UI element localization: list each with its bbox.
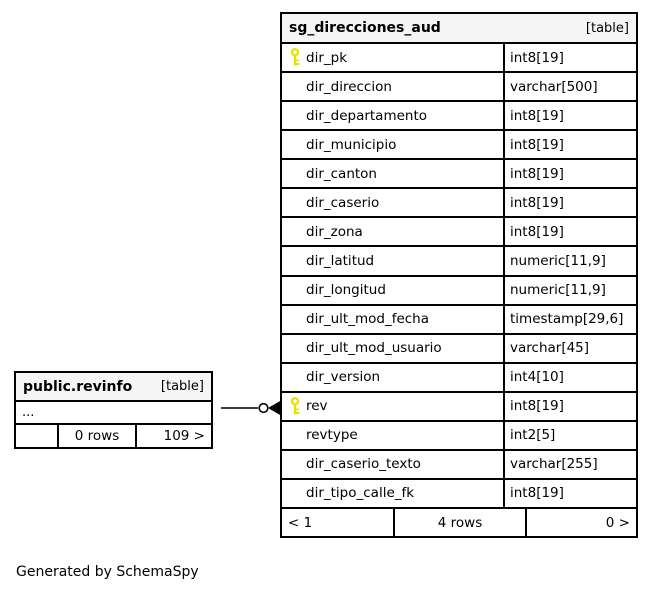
column-type: int8[19] [510,485,564,502]
table-row: dir_zona int8[19] [282,218,636,248]
revinfo-footer-rowcount: 0 rows [59,425,137,447]
column-name: dir_ult_mod_fecha [306,311,430,328]
column-type: int8[19] [510,223,564,240]
table-row: dir_latitud numeric[11,9] [282,247,636,277]
primary-key-icon [290,396,300,415]
ellipsis-label: ... [22,405,35,420]
generated-by-caption: Generated by SchemaSpy [16,564,199,580]
table-row: dir_pk int8[19] [282,44,636,74]
column-name: dir_pk [306,49,348,66]
table-row: dir_caserio int8[19] [282,189,636,219]
main-table: sg_direcciones_aud [table] dir_pk int8[19… [280,12,638,538]
column-type: int4[10] [510,369,564,386]
table-row: rev int8[19] [282,392,636,422]
table-row: dir_departamento int8[19] [282,102,636,132]
column-type: int8[19] [510,107,564,124]
column-type: numeric[11,9] [510,252,606,269]
column-name: dir_departamento [306,107,428,124]
main-table-header: sg_direcciones_aud [table] [282,14,636,44]
revinfo-table-type-badge: [table] [160,379,204,394]
column-type: int8[19] [510,398,564,415]
table-row: dir_municipio int8[19] [282,131,636,161]
table-row: dir_tipo_calle_fk int8[19] [282,479,636,509]
table-row: dir_direccion varchar[500] [282,73,636,103]
column-type: varchar[500] [510,78,598,95]
revinfo-table-footer: 0 rows 109 > [16,425,211,447]
column-name: rev [306,398,328,415]
table-row: dir_canton int8[19] [282,160,636,190]
column-type: int8[19] [510,165,564,182]
crowfoot-arrow-marker [268,400,281,416]
table-row: dir_version int4[10] [282,363,636,393]
open-circle-marker [258,402,269,414]
footer-children: 0 > [605,514,630,531]
column-type: int8[19] [510,49,564,66]
column-type: timestamp[29,6] [510,311,624,328]
column-type: int2[5] [510,427,556,444]
revinfo-table: public.revinfo [table] ... 0 rows 109 > [14,371,213,449]
column-name: dir_longitud [306,282,386,299]
revinfo-table-header: public.revinfo [table] [16,373,211,402]
column-name: dir_tipo_calle_fk [306,485,415,502]
column-name: dir_municipio [306,136,397,153]
column-name: dir_caserio [306,194,380,211]
column-type: varchar[255] [510,456,598,473]
primary-key-icon [290,48,300,66]
revinfo-footer-empty-cell [16,425,59,447]
column-name: dir_latitud [306,252,375,269]
column-type: varchar[45] [510,340,590,357]
relationship-edge [221,400,281,416]
table-row: dir_ult_mod_usuario varchar[45] [282,334,636,364]
column-type: int8[19] [510,194,564,211]
table-row: revtype int2[5] [282,421,636,451]
footer-rowcount: 4 rows [395,509,527,536]
main-table-footer: < 1 4 rows 0 > [282,509,636,536]
revinfo-ellipsis-row: ... [16,402,211,425]
column-name: dir_version [306,369,381,386]
column-name: revtype [306,427,358,444]
revinfo-footer-children: 109 > [163,428,205,444]
column-name: dir_canton [306,165,377,182]
column-type: int8[19] [510,136,564,153]
revinfo-table-title[interactable]: public.revinfo [23,378,133,395]
column-name: dir_ult_mod_usuario [306,340,442,357]
column-name: dir_zona [306,223,363,240]
main-table-type-badge: [table] [585,20,629,36]
footer-parents: < 1 [282,509,395,536]
column-name: dir_direccion [306,78,392,95]
main-table-title[interactable]: sg_direcciones_aud [289,20,441,36]
column-name: dir_caserio_texto [306,456,421,473]
table-row: dir_caserio_texto varchar[255] [282,450,636,480]
column-type: numeric[11,9] [510,282,606,299]
table-row: dir_longitud numeric[11,9] [282,276,636,306]
table-row: dir_ult_mod_fecha timestamp[29,6] [282,305,636,335]
